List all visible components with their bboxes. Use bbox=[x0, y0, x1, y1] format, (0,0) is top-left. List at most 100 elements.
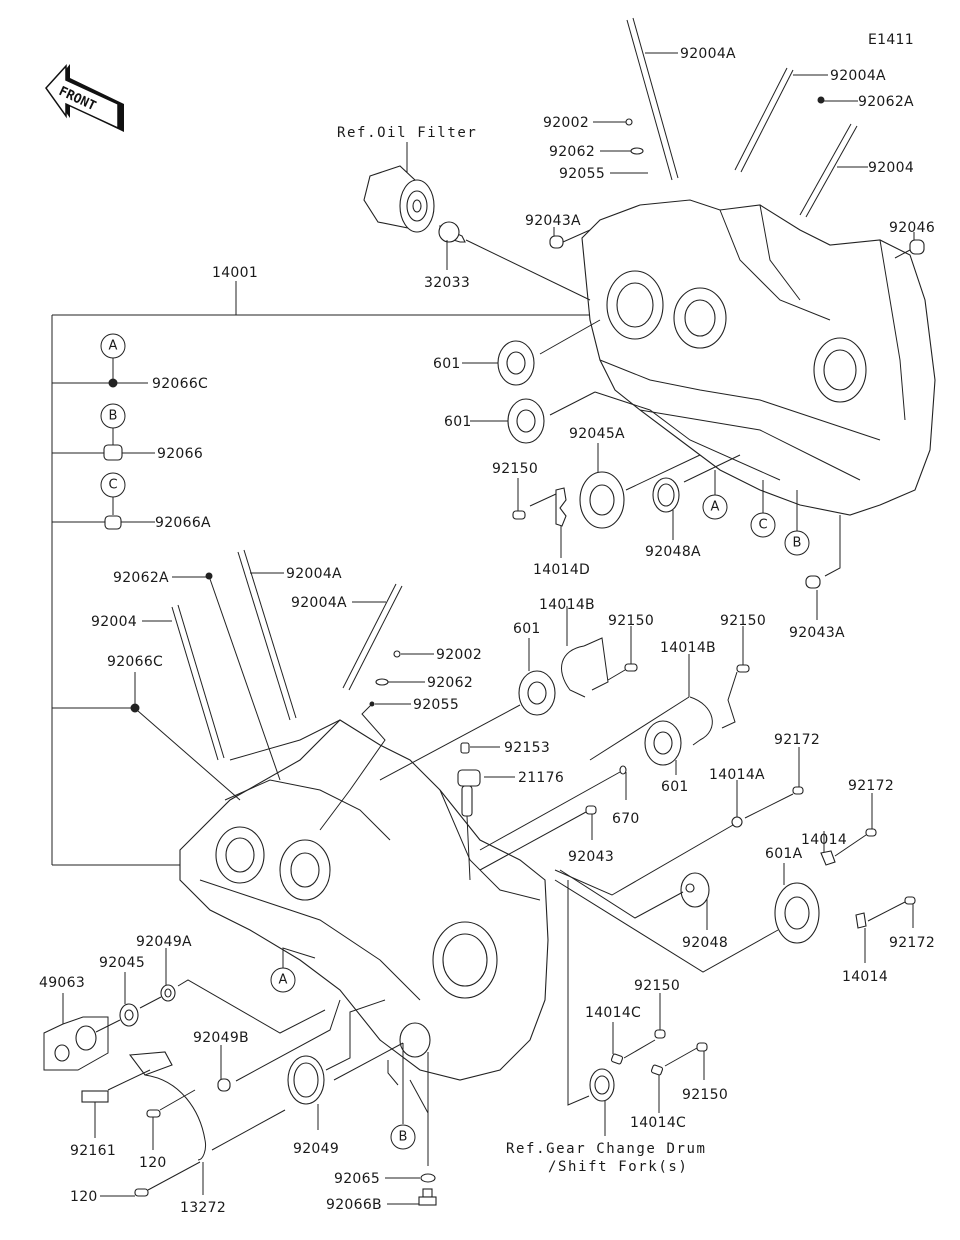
svg-text:C: C bbox=[758, 518, 767, 533]
retainer-14014b-2 bbox=[689, 696, 713, 746]
label-92066c: 92066C bbox=[107, 654, 163, 670]
label-14014: 14014 bbox=[842, 969, 888, 985]
label-92066: 92066 bbox=[157, 446, 203, 462]
label-92161: 92161 bbox=[70, 1143, 116, 1159]
bolt-92150 bbox=[736, 664, 750, 673]
label-92172: 92172 bbox=[774, 732, 820, 748]
label-92062: 92062 bbox=[427, 675, 473, 691]
label-plate-92161-top bbox=[128, 1051, 173, 1076]
plug-92066c bbox=[108, 378, 118, 388]
clamp-14014 bbox=[820, 850, 836, 866]
dowel-92046 bbox=[909, 239, 925, 255]
svg-text:C: C bbox=[108, 478, 117, 493]
seal-92048a bbox=[652, 477, 680, 513]
label-92043a: 92043A bbox=[789, 625, 845, 641]
label-92045: 92045 bbox=[99, 955, 145, 971]
washer-92062-upper bbox=[630, 147, 644, 155]
svg-text:B: B bbox=[399, 1130, 408, 1145]
label-92004a: 92004A bbox=[291, 595, 347, 611]
plug-92066c-lower bbox=[130, 703, 140, 713]
svg-text:A: A bbox=[711, 500, 720, 515]
bolt-92172 bbox=[904, 896, 916, 905]
label-670: 670 bbox=[612, 811, 640, 827]
label-92002: 92002 bbox=[436, 647, 482, 663]
label-601a: 601A bbox=[765, 846, 803, 862]
bolt-92172 bbox=[865, 828, 877, 837]
plug-92066a bbox=[104, 515, 122, 530]
label-92004: 92004 bbox=[868, 160, 914, 176]
plate-92161 bbox=[81, 1090, 109, 1103]
damper-92048 bbox=[680, 872, 710, 908]
plug-92062a-lower bbox=[205, 572, 213, 580]
bolt-92172 bbox=[792, 786, 804, 795]
svg-text:A: A bbox=[109, 339, 118, 354]
label-92049b: 92049B bbox=[193, 1030, 249, 1046]
crankcase-right-half bbox=[581, 199, 936, 516]
label-14014: 14014 bbox=[801, 832, 847, 848]
label-49063: 49063 bbox=[39, 975, 85, 991]
label-92062a: 92062A bbox=[858, 94, 914, 110]
label-92066c: 92066C bbox=[152, 376, 208, 392]
label-92049: 92049 bbox=[293, 1141, 339, 1157]
clamp-14014c bbox=[610, 1053, 624, 1065]
label-14014c: 14014C bbox=[630, 1115, 686, 1131]
plug-92062a-upper bbox=[817, 96, 825, 104]
bolt-92150 bbox=[624, 663, 638, 672]
label-92048a: 92048A bbox=[645, 544, 701, 560]
label-92043: 92043 bbox=[568, 849, 614, 865]
bracket-14014d bbox=[555, 487, 567, 527]
clamp-14014c bbox=[650, 1064, 664, 1076]
retainer-14014b-1 bbox=[561, 645, 586, 698]
label-92062a: 92062A bbox=[113, 570, 169, 586]
stud-92004a-upper-2 bbox=[734, 67, 794, 173]
label-92172: 92172 bbox=[848, 778, 894, 794]
seal-kit-49063 bbox=[54, 1025, 97, 1062]
stud-92004-upper bbox=[799, 123, 858, 218]
bearing-601a bbox=[774, 882, 820, 944]
label-13272: 13272 bbox=[180, 1200, 226, 1216]
bolt-92150 bbox=[654, 1029, 666, 1039]
bearing-92045 bbox=[119, 1003, 139, 1027]
bolt-92150 bbox=[512, 510, 526, 520]
bolt-92002-upper bbox=[625, 118, 633, 126]
label-601: 601 bbox=[444, 414, 472, 430]
seal-92049b bbox=[217, 1078, 231, 1092]
bearing-gear-change-drum bbox=[589, 1068, 615, 1102]
stud-92004a-lower-1 bbox=[237, 549, 297, 721]
label-601: 601 bbox=[661, 779, 689, 795]
bearing-601-3 bbox=[518, 670, 556, 716]
label-92150: 92150 bbox=[682, 1087, 728, 1103]
label-92172: 92172 bbox=[889, 935, 935, 951]
ref-oil-filter: Ref.Oil Filter bbox=[337, 125, 477, 141]
oil-filter bbox=[363, 165, 435, 233]
label-92004a: 92004A bbox=[830, 68, 886, 84]
label-92066b: 92066B bbox=[326, 1197, 382, 1213]
label-92043a: 92043A bbox=[525, 213, 581, 229]
label-14014c: 14014C bbox=[585, 1005, 641, 1021]
label-14014d: 14014D bbox=[533, 562, 590, 578]
svg-text:A: A bbox=[279, 973, 288, 988]
label-92055: 92055 bbox=[413, 697, 459, 713]
bolt-92150 bbox=[696, 1042, 708, 1052]
stud-92004a-upper-1 bbox=[626, 17, 679, 181]
o-ring-670 bbox=[619, 765, 627, 775]
bearing-601-4 bbox=[644, 720, 682, 766]
label-14001: 14001 bbox=[212, 265, 258, 281]
label-14014b: 14014B bbox=[539, 597, 595, 613]
label-92004a: 92004A bbox=[680, 46, 736, 62]
label-601: 601 bbox=[433, 356, 461, 372]
drain-plug-92066b bbox=[418, 1188, 437, 1206]
washer-92062-lower bbox=[375, 678, 389, 686]
washer-92065 bbox=[420, 1173, 436, 1183]
seal-92049a bbox=[160, 984, 176, 1002]
stud-92004-lower bbox=[171, 604, 225, 761]
ref-shift-forks: /Shift Fork(s) bbox=[548, 1159, 688, 1175]
dowel-92043a-lower bbox=[805, 575, 821, 589]
label-92004a: 92004A bbox=[286, 566, 342, 582]
label-92045a: 92045A bbox=[569, 426, 625, 442]
label-601: 601 bbox=[513, 621, 541, 637]
bolt-120 bbox=[134, 1188, 149, 1197]
bolt-92002-lower bbox=[393, 650, 401, 658]
bolt-92153 bbox=[460, 742, 470, 754]
pipe-32033 bbox=[438, 221, 466, 243]
